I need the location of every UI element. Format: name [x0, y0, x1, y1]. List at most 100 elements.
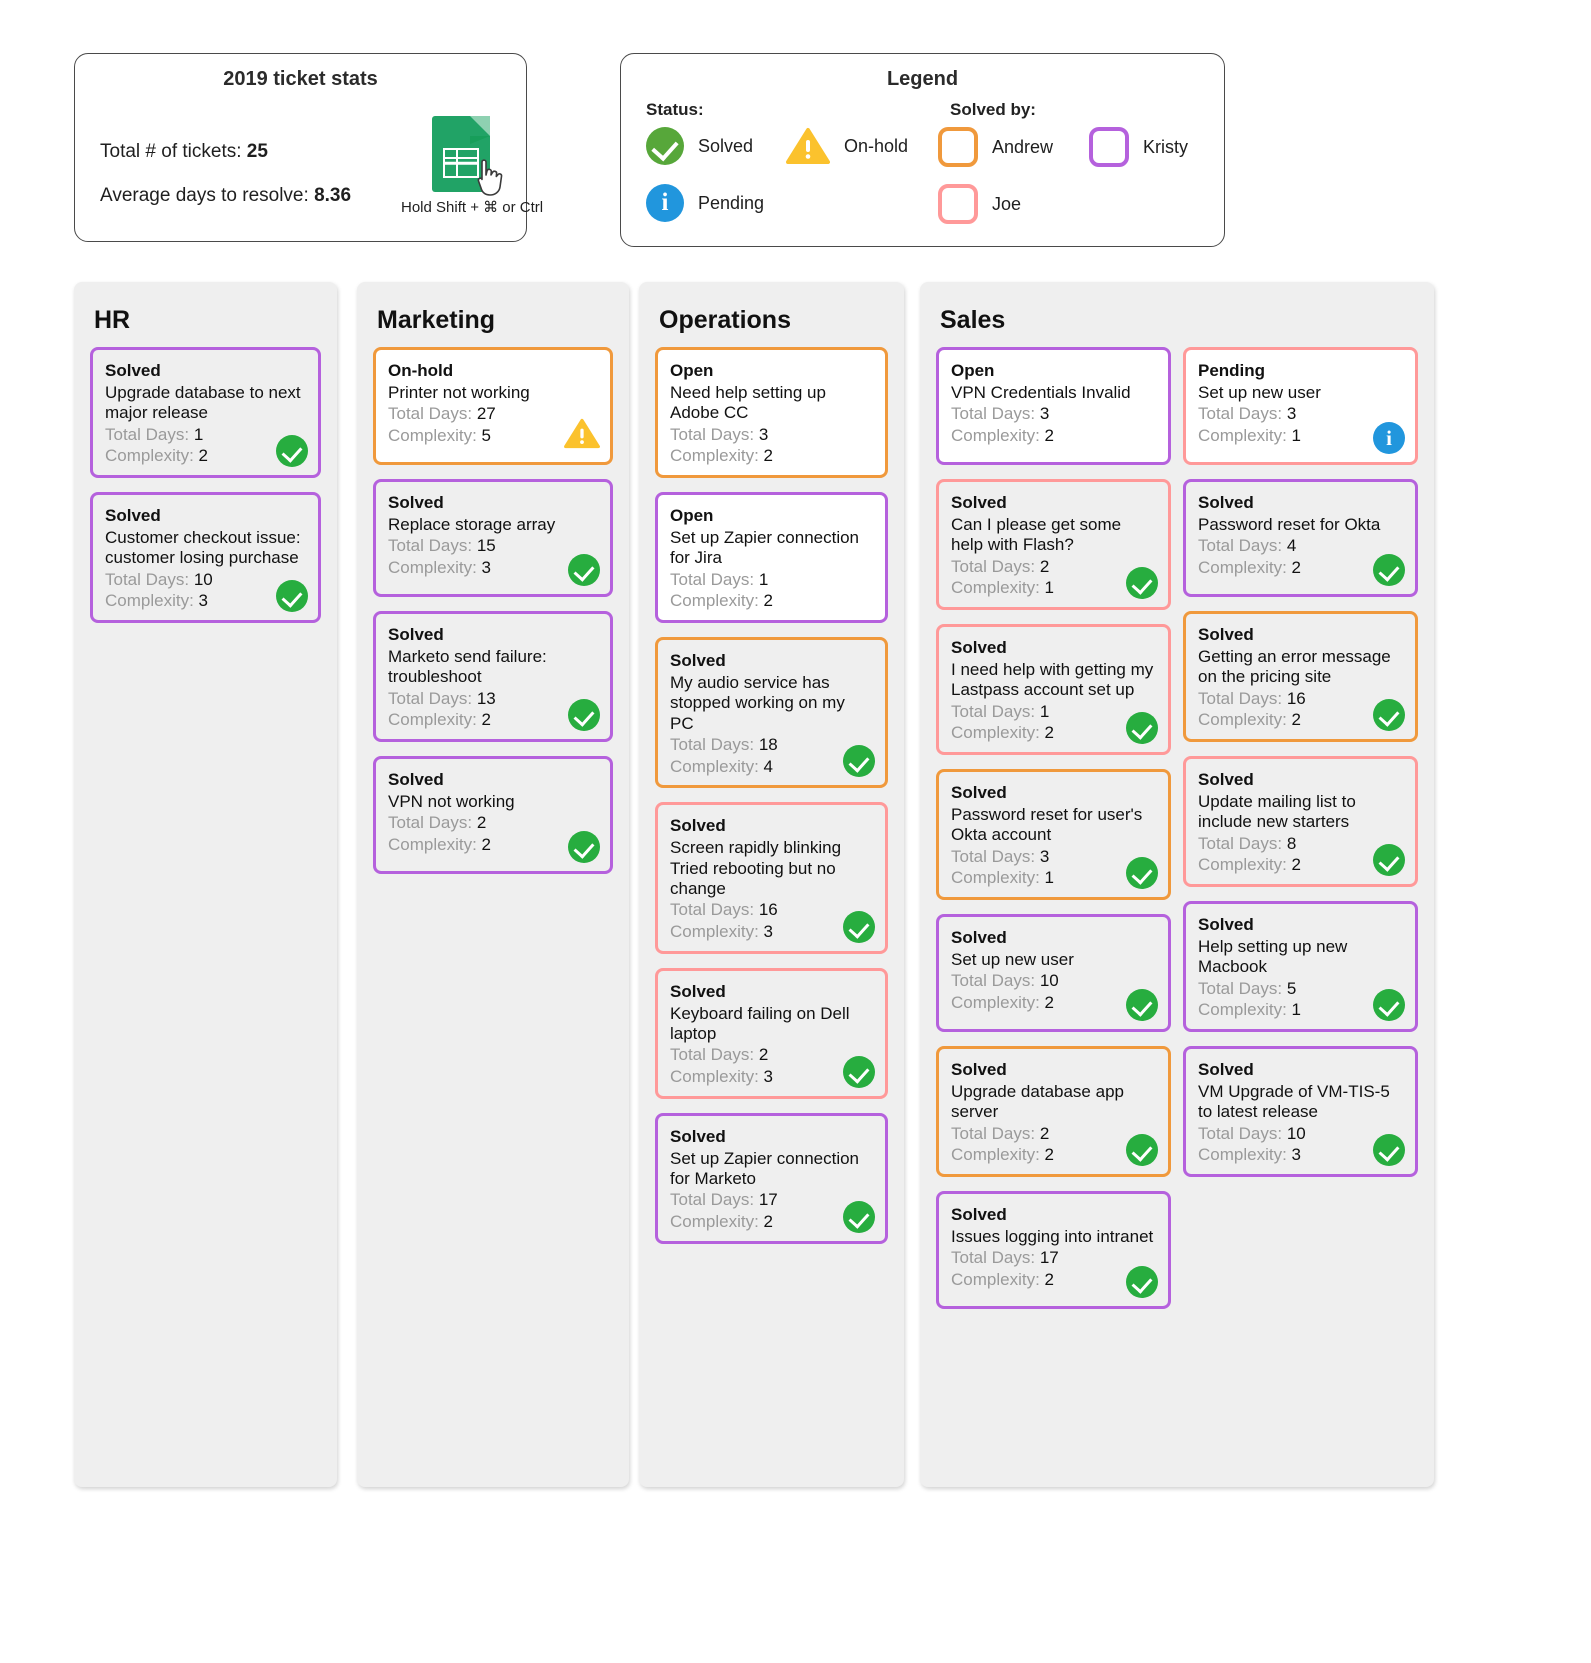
ticket-title: Password reset for user's Okta account — [951, 804, 1143, 845]
google-sheets-link[interactable]: Hold Shift + ⌘ or Ctrl — [401, 116, 544, 216]
ticket-complexity: Complexity: 2 — [951, 425, 1054, 445]
ticket-stats-title: 2019 ticket stats — [223, 68, 378, 90]
ticket-total-days: Total Days: 10 — [105, 569, 213, 589]
ticket-complexity: Complexity: 1 — [951, 868, 1054, 888]
ticket-complexity: Complexity: 2 — [951, 723, 1054, 743]
legend-item-solved: Solved — [646, 127, 753, 165]
ticket-complexity: Complexity: 4 — [670, 756, 773, 776]
warning-triangle-icon — [786, 127, 830, 165]
card-list: Open Need help setting up Adobe CC Total D… — [639, 347, 904, 1274]
check-circle-icon — [646, 127, 684, 165]
avg-days-value: 8.36 — [314, 185, 352, 206]
color-swatch-andrew — [938, 127, 978, 167]
google-sheets-icon[interactable] — [432, 116, 503, 196]
ticket-total-days: Total Days: 3 — [1198, 404, 1297, 424]
legend-item-pending: i Pending — [646, 184, 764, 222]
ticket-status: Solved — [951, 638, 1007, 657]
ticket-title: Keyboard failing on Dell laptop — [670, 1003, 850, 1043]
ticket-total-days: Total Days: 16 — [670, 900, 778, 920]
status-badge-solved — [1126, 1266, 1158, 1298]
ticket-complexity: Complexity: 2 — [670, 591, 773, 611]
status-badge-solved — [843, 910, 875, 943]
ticket-total-days: Total Days: 2 — [951, 1123, 1050, 1143]
hand-cursor-icon — [477, 159, 503, 196]
ticket-total-days: Total Days: 27 — [388, 404, 496, 424]
ticket-status: Open — [670, 506, 714, 525]
ticket-title: Replace storage array — [388, 514, 556, 534]
ticket-status: Solved — [951, 493, 1007, 512]
status-badge-solved — [843, 745, 875, 778]
ticket-status: Solved — [1198, 1060, 1254, 1079]
ticket-complexity: Complexity: 3 — [670, 922, 773, 942]
ticket-total-days: Total Days: 18 — [670, 734, 778, 754]
ticket-title: VPN Credentials Invalid — [951, 382, 1131, 402]
ticket-total-days: Total Days: 17 — [670, 1190, 778, 1210]
check-circle-icon — [568, 699, 600, 731]
ticket-status: On-hold — [388, 361, 454, 380]
sheets-hint-text: Hold Shift + ⌘ or Ctrl — [401, 199, 544, 216]
ticket-status: Solved — [951, 1060, 1007, 1079]
status-badge-solved — [276, 580, 308, 612]
info-circle-icon: i — [646, 184, 684, 222]
ticket-complexity: Complexity: 2 — [388, 834, 491, 854]
ticket-status: Solved — [1198, 493, 1254, 512]
check-circle-icon — [843, 745, 875, 778]
ticket-total-days: Total Days: 16 — [1198, 688, 1306, 708]
ticket-title: Screen rapidly blinking Tried rebooting … — [670, 838, 842, 898]
ticket-complexity: Complexity: 3 — [1198, 1145, 1301, 1165]
ticket-complexity: Complexity: 3 — [105, 591, 208, 611]
legend-label-solved: Solved — [698, 135, 754, 156]
ticket-title: Set up new user — [1198, 382, 1321, 402]
ticket-title: Need help setting up Adobe CC — [670, 382, 826, 423]
legend-item-joe: Joe — [938, 184, 1021, 224]
ticket-title: Password reset for Okta — [1198, 514, 1381, 534]
status-badge-solved — [1373, 554, 1405, 586]
check-circle-icon — [568, 554, 600, 586]
ticket-complexity: Complexity: 2 — [670, 1212, 773, 1232]
ticket-total-days: Total Days: 5 — [1198, 978, 1297, 998]
ticket-complexity: Complexity: 2 — [1198, 557, 1301, 577]
check-circle-icon — [1126, 567, 1158, 599]
ticket-title: Can I please get some help with Flash? — [951, 514, 1122, 555]
legend-label-andrew: Andrew — [992, 136, 1054, 157]
ticket-status: Solved — [951, 928, 1007, 947]
check-circle-icon — [1373, 844, 1405, 876]
summary-row: 2019 ticket stats Total # of tickets: 25… — [0, 53, 1591, 253]
status-badge-solved — [568, 831, 600, 863]
ticket-total-days: Total Days: 10 — [951, 971, 1059, 991]
status-badge-solved — [1126, 1134, 1158, 1166]
status-badge-solved — [276, 435, 308, 467]
ticket-status: Pending — [1198, 361, 1266, 380]
check-circle-icon — [1126, 1134, 1158, 1166]
ticket-title: Help setting up new Macbook — [1198, 936, 1348, 977]
